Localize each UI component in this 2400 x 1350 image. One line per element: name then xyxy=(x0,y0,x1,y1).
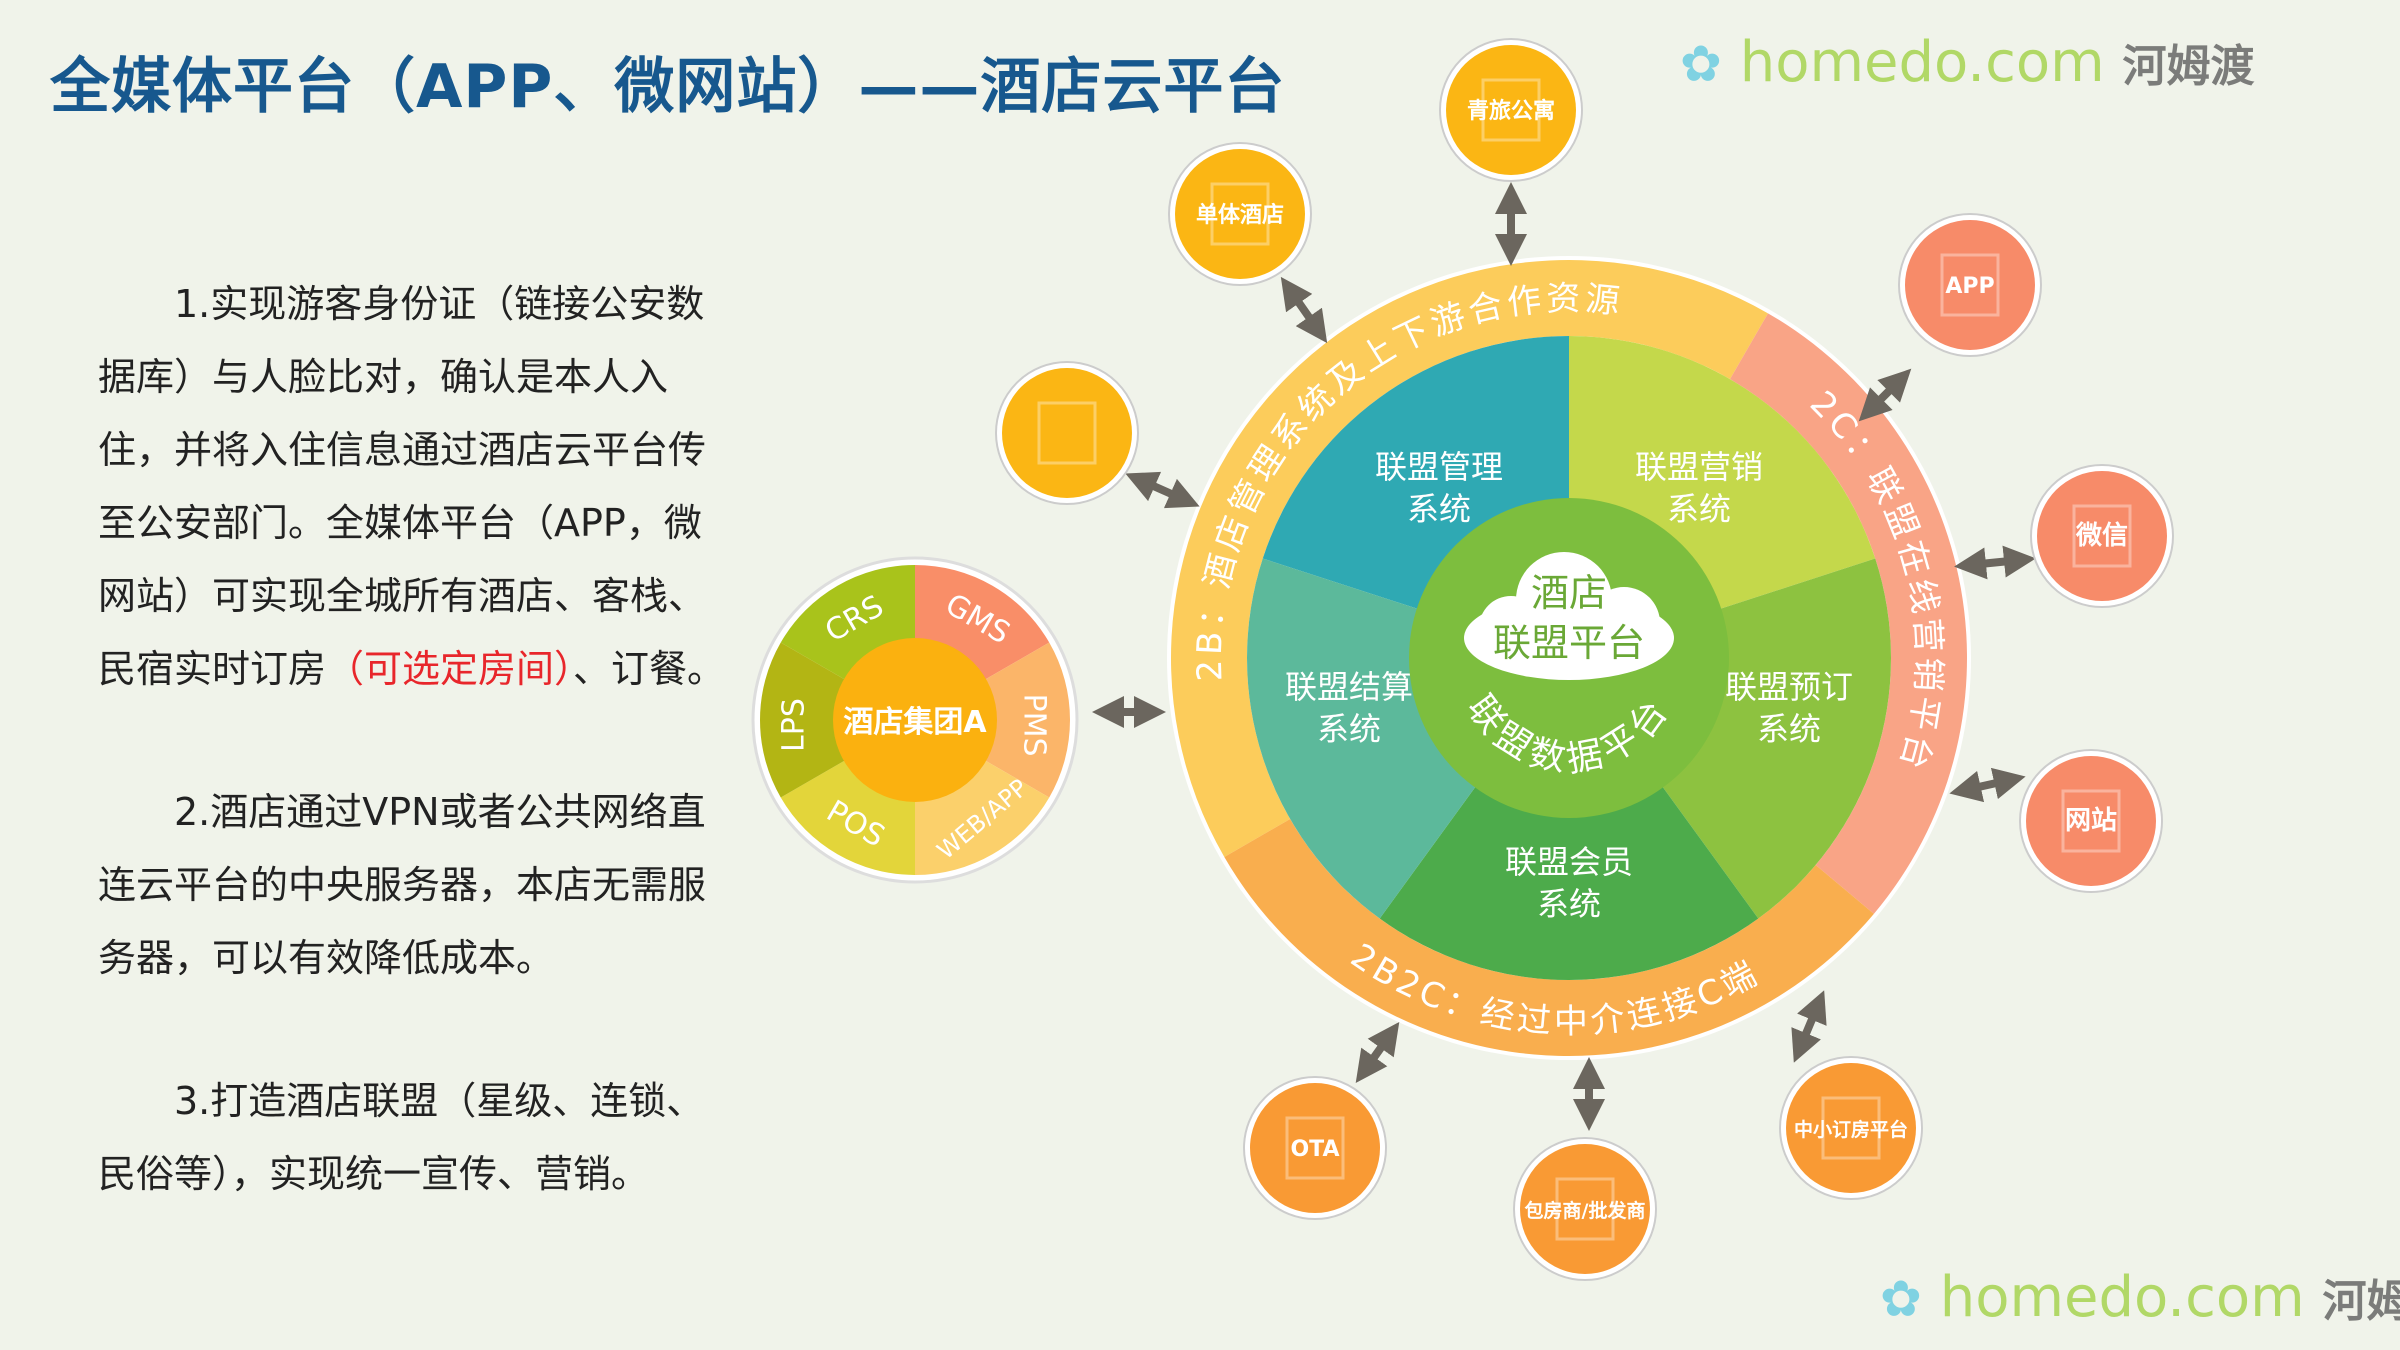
bubble-node: OTA xyxy=(1243,1076,1387,1220)
building-icon xyxy=(2072,504,2132,568)
building-icon xyxy=(1555,1177,1615,1241)
highlight-text: （可选定房间） xyxy=(326,647,574,691)
double-arrow-icon xyxy=(1954,545,2036,580)
building-icon xyxy=(1285,1116,1345,1180)
page-title: 全媒体平台（APP、微网站）——酒店云平台 xyxy=(50,52,1286,122)
building-icon xyxy=(1210,182,1270,246)
ring-segment-1 xyxy=(1730,313,1967,914)
bubble-node: 单体酒店 xyxy=(1168,142,1312,286)
ring-segment-0 xyxy=(1171,260,1768,857)
building-icon xyxy=(1037,401,1097,465)
group-segment-5 xyxy=(760,642,846,798)
bubble-node: 包房商/批发商 xyxy=(1513,1137,1657,1281)
system-label: 系统 xyxy=(1537,885,1601,923)
system-label: 系统 xyxy=(1407,490,1471,528)
bubble-circle xyxy=(1175,149,1305,279)
group-segment-2 xyxy=(984,642,1070,798)
bubble-label: 微信 xyxy=(2075,520,2128,551)
description-text: 1.实现游客身份证（链接公安数据库）与人脸比对，确认是本人入住，并将入住信息通过… xyxy=(98,268,738,1281)
double-arrow-icon xyxy=(1858,368,1912,422)
bubble-label: APP xyxy=(1945,274,1994,299)
system-segment-4 xyxy=(1246,558,1481,919)
paragraph-1: 1.实现游客身份证（链接公安数据库）与人脸比对，确认是本人入住，并将入住信息通过… xyxy=(98,268,738,706)
bubble-label: 青旅公寓 xyxy=(1467,98,1555,124)
group-segment-label: PMS xyxy=(1017,693,1052,756)
building-icon xyxy=(1940,253,2000,317)
system-label: 联盟预订 xyxy=(1725,668,1853,706)
bubble-label: OTA xyxy=(1290,1137,1339,1162)
system-segment-3 xyxy=(1379,779,1759,981)
bubble-circle xyxy=(1520,1144,1650,1274)
system-label: 联盟结算 xyxy=(1285,668,1413,706)
building-icon xyxy=(2061,789,2121,853)
double-arrow-icon xyxy=(1355,1021,1400,1084)
bubble-circle xyxy=(1905,220,2035,350)
group-segment-1 xyxy=(915,565,1050,680)
bubble-label: 包房商/批发商 xyxy=(1525,1199,1646,1222)
bubble-node: 青旅公寓 xyxy=(1439,38,1583,182)
double-arrow-icon xyxy=(1949,767,2026,803)
ring-segment-2 xyxy=(1224,819,1874,1057)
double-arrow-icon xyxy=(1125,471,1200,509)
bubble-circle xyxy=(1446,45,1576,175)
group-segment-0 xyxy=(780,565,915,680)
double-arrow-icon xyxy=(1280,276,1328,344)
system-segment-2 xyxy=(1657,558,1891,919)
double-arrow-icon xyxy=(1791,990,1827,1063)
bubble-node xyxy=(995,361,1139,505)
paragraph-3: 3.打造酒店联盟（星级、连锁、民俗等），实现统一宣传、营销。 xyxy=(98,1079,705,1196)
building-icon xyxy=(1481,78,1541,142)
bubble-circle xyxy=(1002,368,1132,498)
group-segment-3 xyxy=(915,760,1050,875)
system-label: 系统 xyxy=(1667,490,1731,528)
bubble-circle xyxy=(2026,756,2156,886)
paragraph-text: 、订餐。 xyxy=(573,647,726,691)
paragraph-2: 2.酒店通过VPN或者公共网络直连云平台的中央服务器，本店无需服务器，可以有效降… xyxy=(98,790,707,980)
core-label: 酒店 xyxy=(1531,571,1607,615)
system-segment-0 xyxy=(1262,336,1569,612)
cloud-icon xyxy=(1464,552,1674,680)
bubble-circle xyxy=(2037,471,2167,601)
building-icon xyxy=(1821,1096,1881,1160)
core-label: 联盟平台 xyxy=(1493,621,1645,665)
bubble-node: 中小订房平台 xyxy=(1779,1056,1923,1200)
bubble-label: 网站 xyxy=(2065,806,2117,836)
group-segment-label: LPS xyxy=(777,698,812,752)
bubble-label: 中小订房平台 xyxy=(1794,1118,1908,1141)
bubble-label: 单体酒店 xyxy=(1196,203,1284,228)
bubble-node: 网站 xyxy=(2019,749,2163,893)
system-label: 联盟营销 xyxy=(1635,448,1763,486)
system-label: 系统 xyxy=(1317,710,1381,748)
system-segment-1 xyxy=(1569,336,1876,612)
bubble-node: APP xyxy=(1898,213,2042,357)
group-center xyxy=(833,638,997,802)
system-label: 系统 xyxy=(1757,710,1821,748)
bubble-node: 微信 xyxy=(2030,464,2174,608)
group-segment-4 xyxy=(780,760,915,875)
bubble-circle xyxy=(1786,1063,1916,1193)
group-center-label: 酒店集团A xyxy=(843,705,987,740)
bubble-circle xyxy=(1250,1083,1380,1213)
system-label: 联盟管理 xyxy=(1375,448,1503,486)
system-label: 联盟会员 xyxy=(1505,843,1633,881)
paragraph-text: 1.实现游客身份证（链接公安数据库）与人脸比对，确认是本人入住，并将入住信息通过… xyxy=(98,282,707,691)
